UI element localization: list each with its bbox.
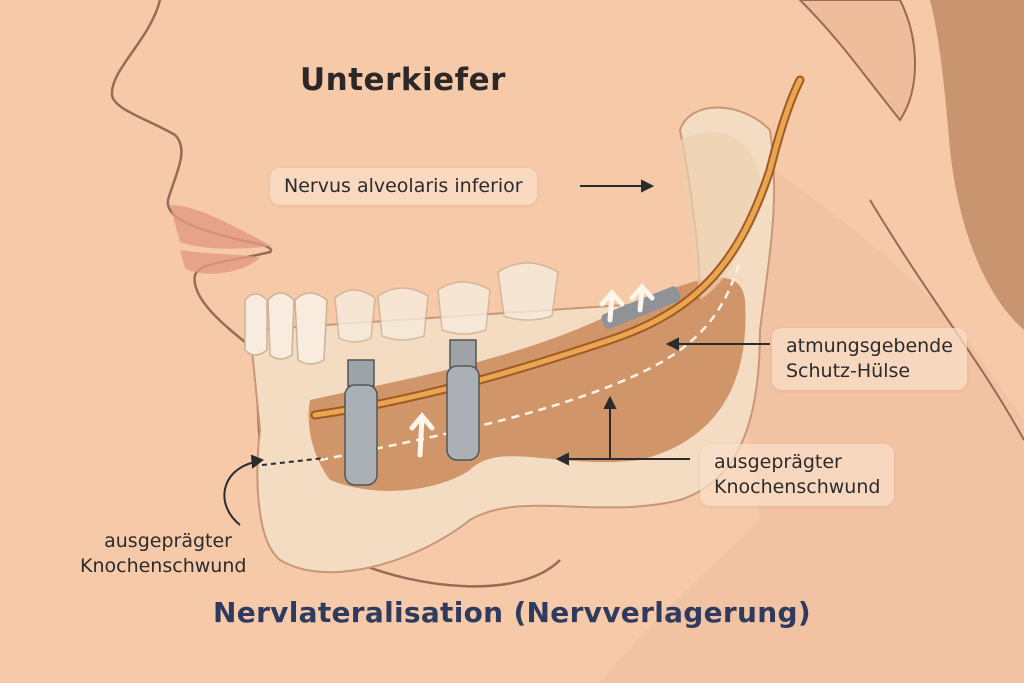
tooth [437, 281, 491, 335]
arrow-up-icon [409, 412, 435, 458]
label-nerve: Nervus alveolaris inferior [270, 168, 537, 205]
implant-left [344, 359, 378, 486]
label-sleeve: atmungsgebende Schutz-Hülse [772, 328, 967, 390]
label-bone-loss-right-line1: ausgeprägter [714, 451, 842, 473]
label-bone-loss-right-line2: Knochenschwund [714, 476, 881, 498]
neck-skin [600, 120, 1024, 683]
original-nerve-dashed [319, 259, 742, 462]
implant-right [446, 339, 480, 461]
label-bone-loss-left-line2: Knochenschwund [80, 555, 247, 577]
label-sleeve-line2: Schutz-Hülse [786, 360, 911, 382]
label-bone-loss-right: ausgeprägter Knochenschwund [700, 444, 895, 506]
caption: Nervlateralisation (Nervverlagerung) [213, 596, 811, 629]
tooth [294, 292, 328, 365]
teeth [244, 262, 559, 365]
ear [798, 0, 916, 122]
ramus-shadow [680, 132, 760, 300]
label-bone-loss-left-line1: ausgeprägter [104, 530, 232, 552]
tooth [334, 289, 376, 343]
label-bone-loss-left: ausgeprägter Knochenschwund [80, 529, 247, 579]
tooth [377, 287, 429, 341]
tooth [244, 293, 268, 356]
lips [170, 205, 272, 274]
upward-arrows [409, 283, 655, 458]
nerve-path-highlight [312, 77, 803, 418]
arrow-up-icon [599, 289, 625, 323]
title: Unterkiefer [300, 62, 506, 98]
label-sleeve-line1: atmungsgebende [786, 335, 953, 357]
neck-line [869, 199, 1024, 441]
arrow-up-icon [629, 283, 655, 313]
hair [930, 0, 1024, 330]
tooth [267, 292, 295, 360]
tooth [497, 262, 559, 321]
label-nerve-text: Nervus alveolaris inferior [284, 175, 523, 197]
pointer-arrows [223, 179, 770, 526]
